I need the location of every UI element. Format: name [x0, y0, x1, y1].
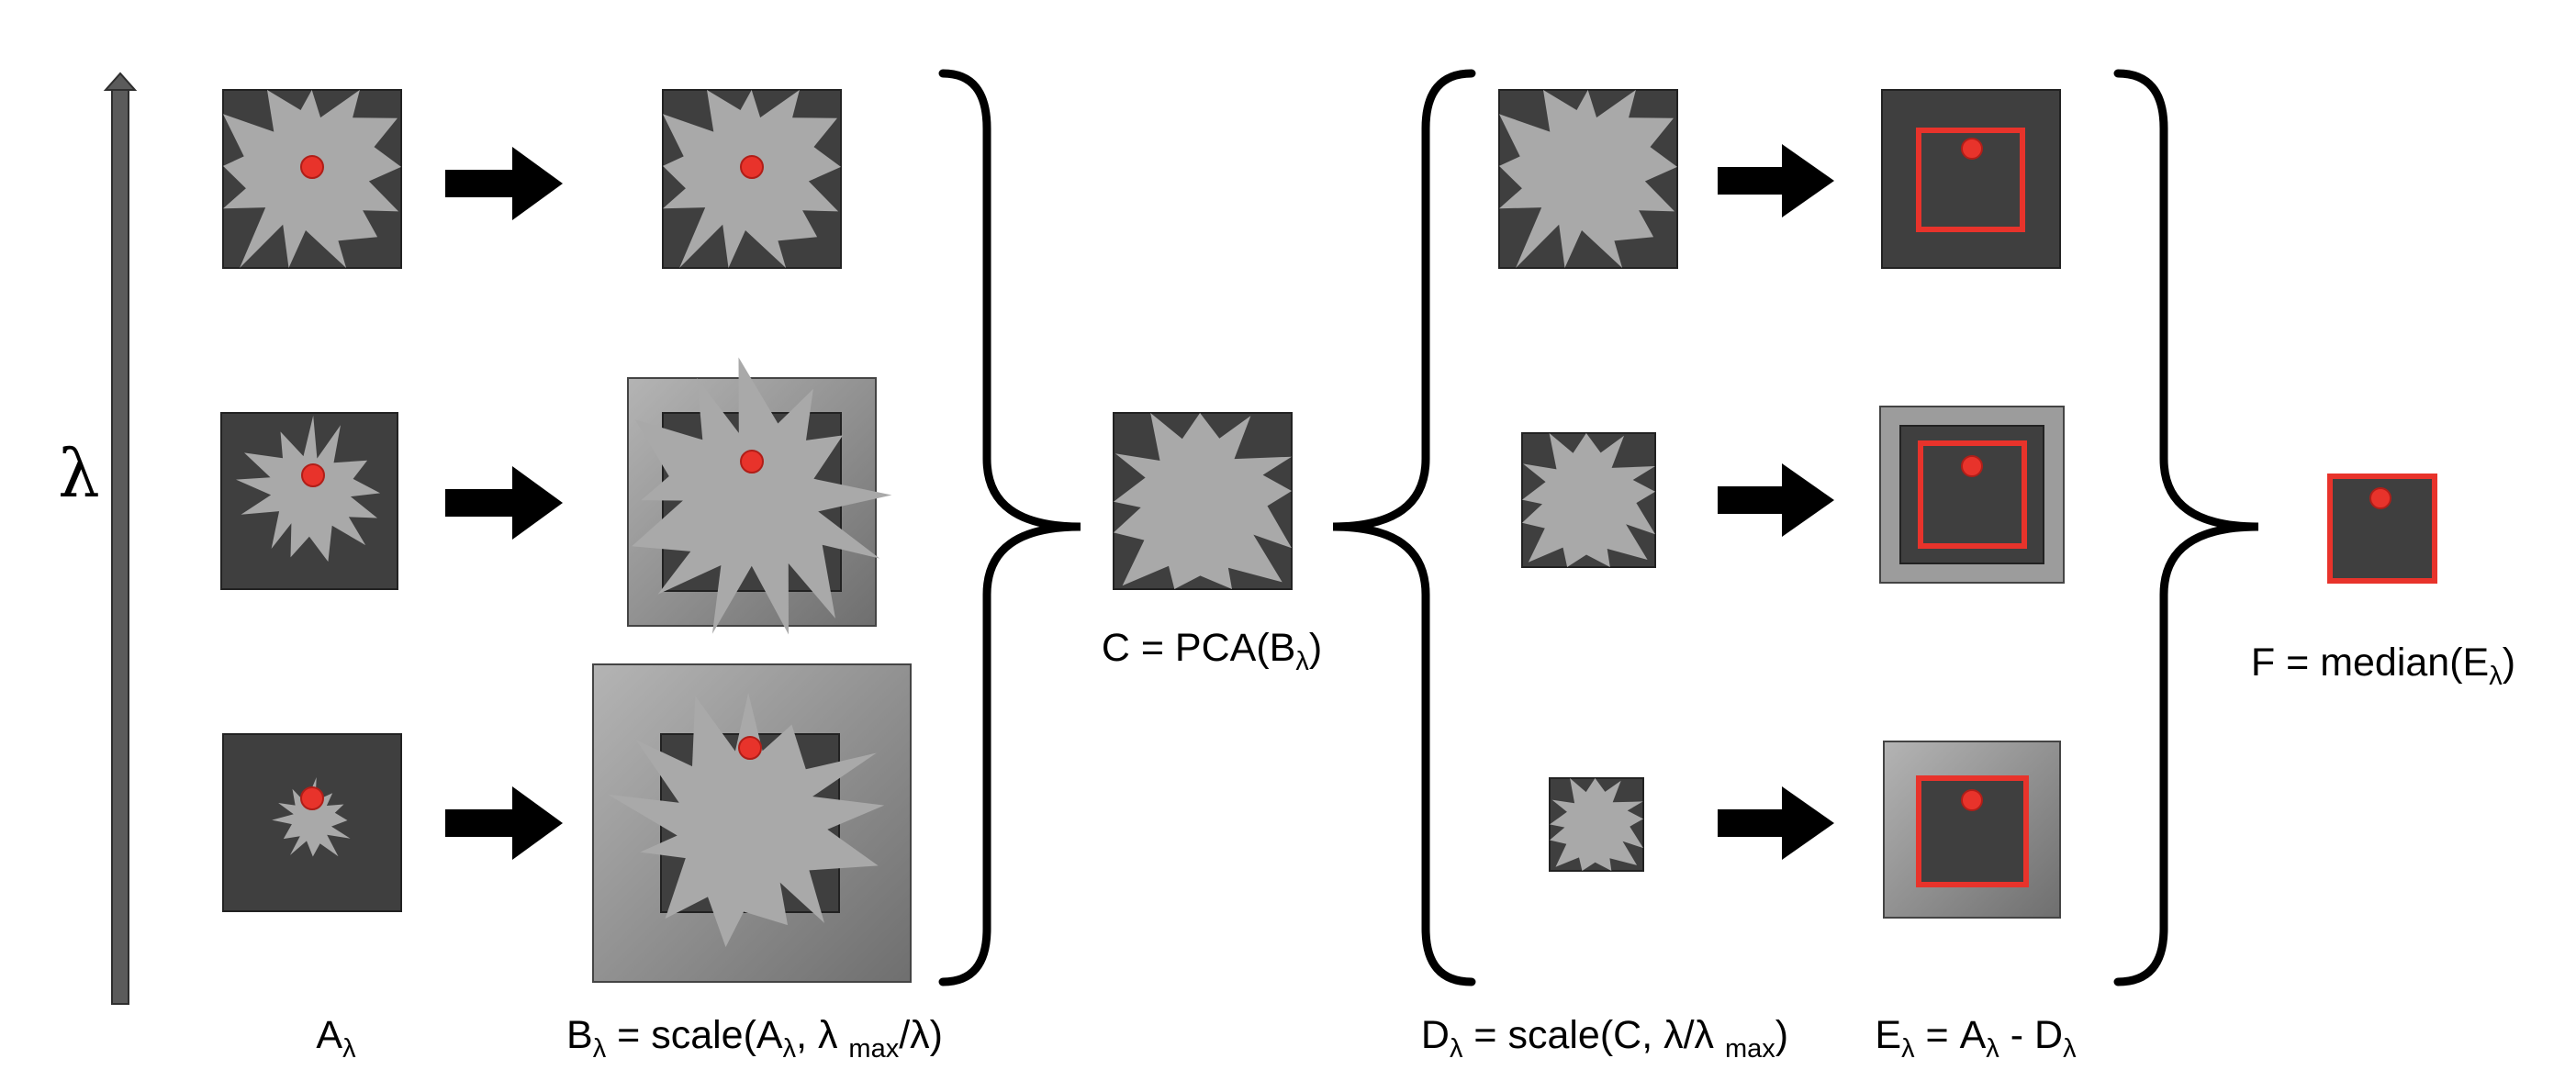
column-a-inputs: [220, 89, 402, 912]
label-f-part: ): [2503, 641, 2515, 685]
arrow-d-to-e-bot: [1718, 786, 1834, 860]
label-a-base: A: [316, 1013, 342, 1057]
label-a-sub: λ: [342, 1034, 356, 1064]
a-image-medium: [220, 412, 398, 590]
label-c: C = PCA(Bλ): [1102, 626, 1322, 676]
e-image-3: [1883, 741, 2061, 919]
left-brace-spread: [1332, 69, 1476, 986]
f-red-dot: [2369, 487, 2391, 509]
e-red-frame-1: [1916, 128, 2025, 232]
label-d-part: ): [1775, 1013, 1788, 1057]
right-brace-merge: [938, 69, 1081, 986]
label-d-part: λ: [1450, 1034, 1463, 1064]
a-star-small: [272, 777, 351, 857]
label-b: Bλ = scale(Aλ, λ max/λ): [566, 1013, 943, 1064]
arrow-a-to-b-top: [445, 147, 563, 220]
label-f-part: λ: [2489, 662, 2503, 691]
arrow-d-to-e-mid: [1718, 463, 1834, 537]
wavelength-axis-label: λ: [58, 435, 100, 512]
e-red-dot-1: [1961, 138, 1983, 160]
label-a: Aλ: [316, 1013, 356, 1064]
label-d-part: = scale(C, λ/λ: [1462, 1013, 1725, 1057]
a-red-dot-small: [300, 786, 324, 810]
f-median-image: [2327, 474, 2437, 584]
arrow-a-to-b-mid: [445, 466, 563, 540]
label-f-part: F = median(E: [2251, 641, 2489, 685]
label-e-part: = A: [1915, 1013, 1987, 1057]
label-c-part: C = PCA(B: [1102, 626, 1295, 670]
label-b-part: max: [848, 1034, 899, 1064]
a-image-small: [222, 733, 402, 912]
step-arrows: [445, 144, 1834, 860]
c-pca-image: [1113, 412, 1293, 590]
right-brace-median: [2113, 69, 2259, 986]
label-c-part: ): [1309, 626, 1322, 670]
e-red-dot-2: [1961, 455, 1983, 477]
label-b-part: λ: [783, 1034, 797, 1064]
arrow-d-to-e-top: [1718, 144, 1834, 217]
c-star: [1114, 413, 1292, 589]
b-star-2: [632, 357, 892, 635]
wavelength-axis-bar: [111, 87, 129, 1005]
label-f: F = median(Eλ): [2251, 641, 2515, 691]
d-image-small: [1549, 777, 1644, 872]
b-image-1: [662, 89, 842, 269]
wavelength-axis-arrowhead: [103, 72, 138, 91]
formula-labels: Aλ Bλ = scale(Aλ, λ max/λ) C = PCA(Bλ) D…: [316, 626, 2515, 1064]
a-image-large: [222, 89, 402, 269]
label-d-part: max: [1725, 1034, 1775, 1064]
label-e: Eλ = Aλ - Dλ: [1875, 1013, 2077, 1064]
b-image-3: [592, 663, 912, 983]
b-image-2: [627, 357, 892, 635]
column-d-rescaled: [1498, 89, 1678, 872]
label-e-part: E: [1875, 1013, 1901, 1057]
b-red-dot-2: [740, 450, 764, 474]
arrow-a-to-b-bot: [445, 786, 563, 860]
label-b-part: B: [566, 1013, 593, 1057]
label-c-part: λ: [1295, 647, 1309, 676]
label-e-part: λ: [2063, 1034, 2077, 1064]
e-image-1: [1881, 89, 2061, 269]
a-star-medium: [236, 415, 381, 563]
e-red-frame-2: [1918, 440, 2027, 549]
label-e-part: λ: [1986, 1034, 1999, 1064]
a-red-dot-large: [300, 155, 324, 179]
column-e-residuals: [1879, 89, 2065, 919]
label-b-part: = scale(A: [606, 1013, 783, 1057]
label-b-part: , λ: [796, 1013, 848, 1057]
label-b-part: /λ): [899, 1013, 943, 1057]
column-b-scaled: [592, 89, 912, 983]
d-star-medium: [1522, 433, 1655, 567]
label-e-part: - D: [1999, 1013, 2063, 1057]
a-red-dot-medium: [301, 463, 325, 487]
d-star-large: [1499, 90, 1677, 268]
wavelength-axis: λ: [58, 72, 138, 1005]
d-star-small: [1550, 778, 1643, 871]
curly-braces: [938, 69, 2259, 986]
d-image-medium: [1521, 432, 1656, 568]
b-red-dot-3: [738, 736, 762, 760]
e-image-2: [1879, 406, 2065, 584]
label-b-part: λ: [593, 1034, 607, 1064]
d-image-large: [1498, 89, 1678, 269]
label-d: Dλ = scale(C, λ/λ max): [1421, 1013, 1788, 1064]
label-d-part: D: [1421, 1013, 1450, 1057]
label-e-part: λ: [1901, 1034, 1915, 1064]
e-red-dot-3: [1961, 789, 1983, 811]
b-star-3: [608, 693, 885, 948]
b-red-dot-1: [740, 155, 764, 179]
